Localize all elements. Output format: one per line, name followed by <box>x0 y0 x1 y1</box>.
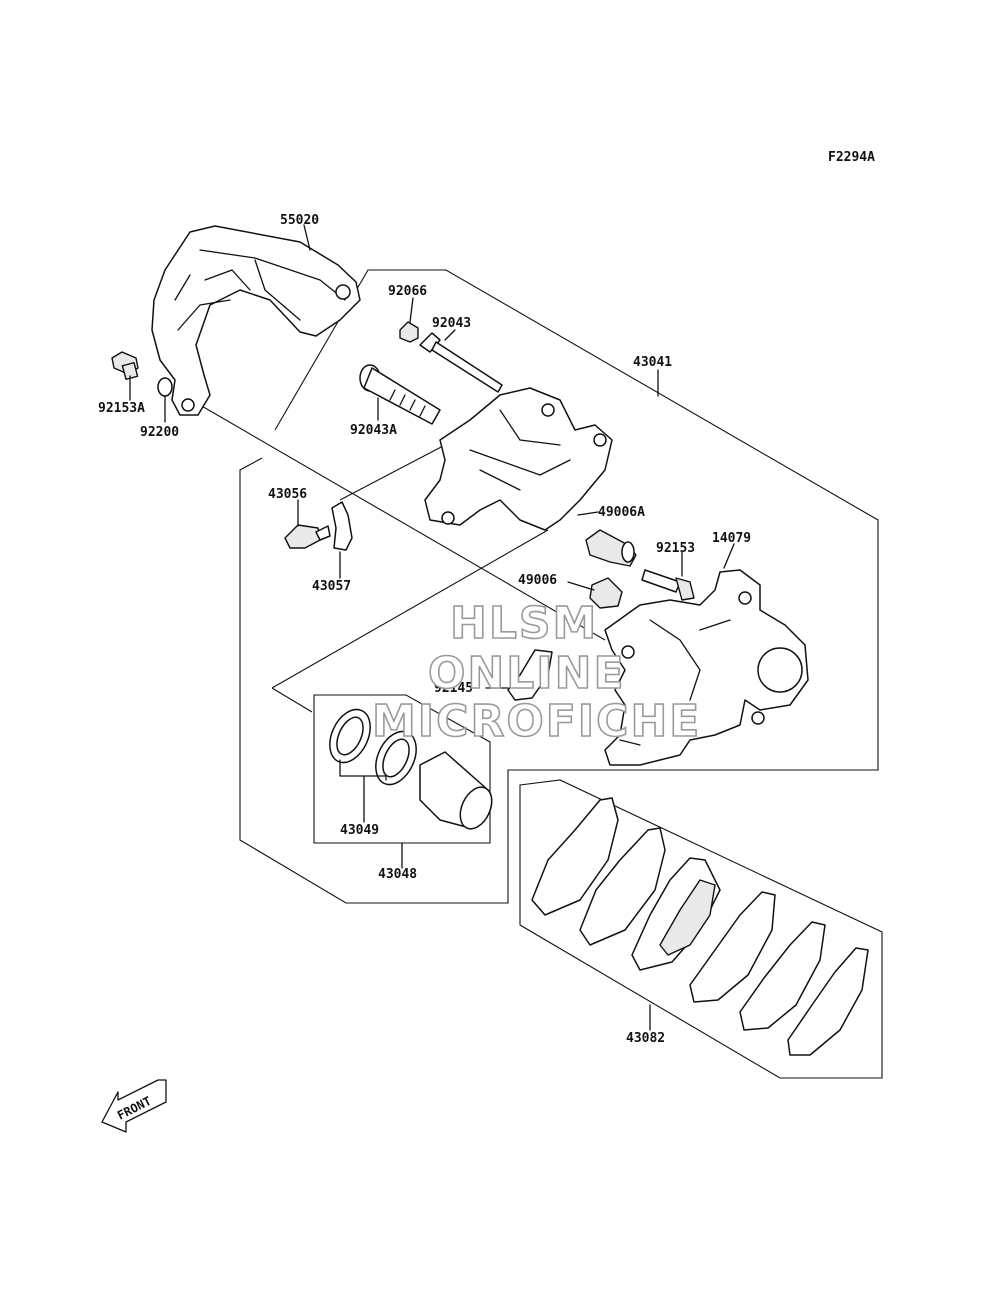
part-piston <box>419 751 493 830</box>
part-43049-seals <box>329 708 417 786</box>
part-92153A-bolt <box>111 351 139 381</box>
label-43056: 43056 <box>268 487 307 502</box>
label-43049: 43049 <box>340 823 379 838</box>
label-92200: 92200 <box>140 425 179 440</box>
watermark-line-1: HLSM <box>450 598 598 649</box>
watermark: HLSM ONLINE MICROFICHE <box>371 597 701 748</box>
outline-43048-diamond <box>271 529 549 689</box>
part-43082-pads <box>531 797 869 1056</box>
part-43057-cap <box>331 501 353 551</box>
figure-code: F2294A <box>828 150 875 165</box>
part-92200-washer <box>157 377 173 397</box>
label-92043A: 92043A <box>350 423 397 438</box>
label-92043: 92043 <box>432 316 471 331</box>
front-arrow-icon: FRONT <box>101 1079 167 1133</box>
label-92153A: 92153A <box>98 401 145 416</box>
part-caliper-bracket <box>424 387 613 531</box>
leader-lines <box>129 224 735 1031</box>
label-43057: 43057 <box>312 579 351 594</box>
part-92066-cap <box>399 321 419 343</box>
part-49006-boot <box>589 577 623 609</box>
part-92043A-bolt <box>359 364 441 425</box>
watermark-line-3: MICROFICHE <box>372 696 701 747</box>
part-92153-bolt <box>641 569 695 601</box>
part-14079-caliper <box>604 569 809 766</box>
label-92153: 92153 <box>656 541 695 556</box>
part-43056-bleeder <box>284 524 331 549</box>
label-49006: 49006 <box>518 573 557 588</box>
label-43041: 43041 <box>633 355 672 370</box>
label-55020: 55020 <box>280 213 319 228</box>
part-92043-pin <box>419 332 503 393</box>
label-43048: 43048 <box>378 867 417 882</box>
outline-43041 <box>239 269 879 904</box>
watermark-line-2: ONLINE <box>428 648 626 699</box>
part-92145-spring <box>507 649 553 701</box>
label-14079: 14079 <box>712 531 751 546</box>
part-49006A-boot <box>585 529 637 567</box>
label-49006A: 49006A <box>598 505 645 520</box>
guide-line-bolt <box>339 444 446 501</box>
outline-43048-link <box>271 687 313 713</box>
guide-line-bracket <box>199 404 606 641</box>
label-92066: 92066 <box>388 284 427 299</box>
label-92145: 92145 <box>434 681 473 696</box>
label-43082: 43082 <box>626 1031 665 1046</box>
outline-43082 <box>519 779 883 1079</box>
part-55020-guard <box>151 225 361 416</box>
